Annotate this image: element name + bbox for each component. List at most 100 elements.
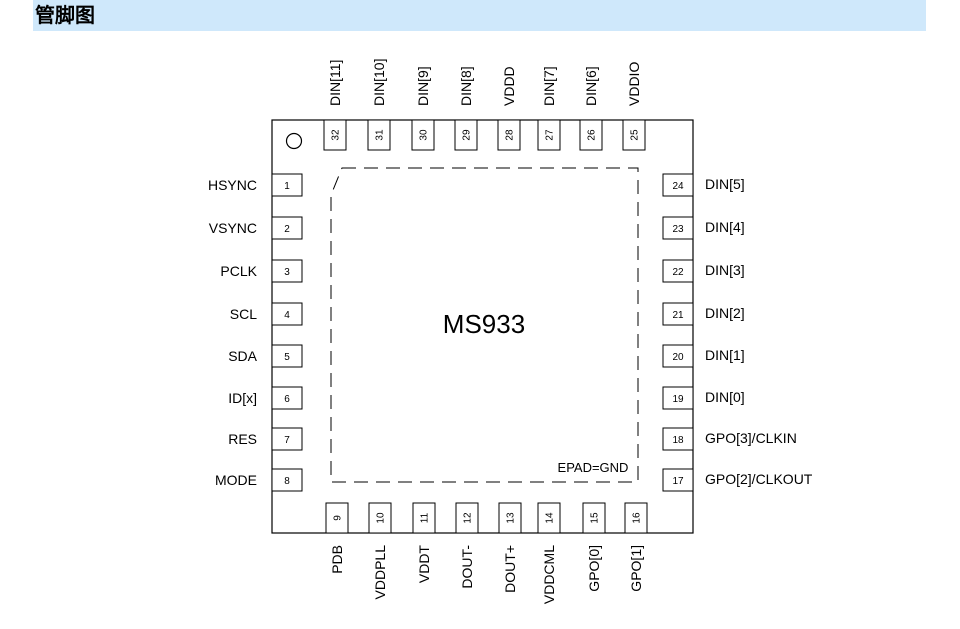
pin-box (412, 502, 436, 534)
pin-4: 4 SCL (230, 302, 303, 326)
pin-number: 15 (590, 512, 601, 524)
pin-label: DOUT- (459, 545, 475, 589)
pin-number: 27 (545, 129, 556, 141)
pin-label: DIN[1] (705, 347, 745, 363)
pin-box (662, 302, 694, 326)
pin-number: 12 (463, 512, 474, 524)
section-title: 管脚图 (35, 3, 95, 27)
pin-number: 4 (284, 310, 290, 321)
pin-21: 21 DIN[2] (662, 302, 745, 326)
pin-label: DIN[6] (583, 66, 599, 106)
pin-number: 29 (462, 129, 473, 141)
pin-label: MODE (215, 472, 257, 488)
pin-box (455, 502, 479, 534)
pin-19: 19 DIN[0] (662, 386, 745, 410)
pin-number: 17 (672, 476, 684, 487)
pin-number: 3 (284, 267, 290, 278)
section-header-bar: 管脚图 (33, 0, 926, 31)
pin-number: 26 (587, 129, 598, 141)
pin-number: 23 (672, 224, 684, 235)
pin-box (325, 502, 349, 534)
pin-box (271, 468, 303, 492)
pin-label: VDDCML (541, 545, 557, 604)
epad-label: EPAD=GND (558, 460, 629, 475)
pin-box (271, 302, 303, 326)
pin-number: 6 (284, 394, 290, 405)
pin-3: 3 PCLK (220, 259, 303, 283)
pin-label: DIN[9] (415, 66, 431, 106)
pin-box (662, 427, 694, 451)
pin1-marker (285, 132, 303, 150)
pin-box (579, 119, 603, 151)
epad-outline (330, 167, 639, 483)
pin-27: 27 DIN[7] (537, 66, 561, 151)
pin-number: 11 (420, 512, 431, 523)
package-outline (271, 119, 694, 534)
pin-number: 25 (630, 129, 641, 141)
pin-box (662, 386, 694, 410)
pin-26: 26 DIN[6] (579, 66, 603, 151)
pin-box (454, 119, 478, 151)
pin-5: 5 SDA (228, 344, 303, 368)
pin-box (271, 386, 303, 410)
pin-label: ID[x] (228, 390, 257, 406)
pin-label: SCL (230, 306, 257, 322)
pin-label: SDA (228, 348, 257, 364)
pin-7: 7 RES (228, 427, 303, 451)
pin-number: 13 (506, 512, 517, 524)
pin-box (662, 259, 694, 283)
pin-label: DIN[11] (327, 60, 343, 106)
pin-number: 21 (672, 310, 684, 321)
pin-box (662, 216, 694, 240)
pin-label: DIN[2] (705, 305, 745, 321)
pin-box (622, 119, 646, 151)
pin-number: 19 (672, 394, 684, 405)
pin-box (498, 502, 522, 534)
pin-label: GPO[0] (586, 545, 602, 592)
pin-box (271, 344, 303, 368)
pin-number: 7 (284, 435, 290, 446)
pin-box (271, 427, 303, 451)
pin-label: RES (228, 431, 257, 447)
pin-box (271, 173, 303, 197)
chip-name: MS933 (443, 309, 525, 339)
pin-number: 1 (284, 181, 290, 192)
pin-box (662, 344, 694, 368)
pin-label: DIN[5] (705, 176, 745, 192)
pin-label: GPO[3]/CLKIN (705, 430, 797, 446)
pin-box (537, 502, 561, 534)
pin-label: DIN[0] (705, 389, 745, 405)
pin-number: 14 (545, 512, 556, 524)
pin-box (537, 119, 561, 151)
pin-label: GPO[1] (628, 545, 644, 592)
pin-label: PDB (329, 545, 345, 574)
pin-label: DIN[7] (541, 66, 557, 106)
pin-label: PCLK (220, 263, 257, 279)
pin-box (367, 119, 391, 151)
pin-box (497, 119, 521, 151)
pin-box (624, 502, 648, 534)
pin-number: 16 (632, 512, 643, 524)
pin-number: 5 (284, 352, 290, 363)
pin-box (368, 502, 392, 534)
pin-number: 20 (672, 352, 684, 363)
